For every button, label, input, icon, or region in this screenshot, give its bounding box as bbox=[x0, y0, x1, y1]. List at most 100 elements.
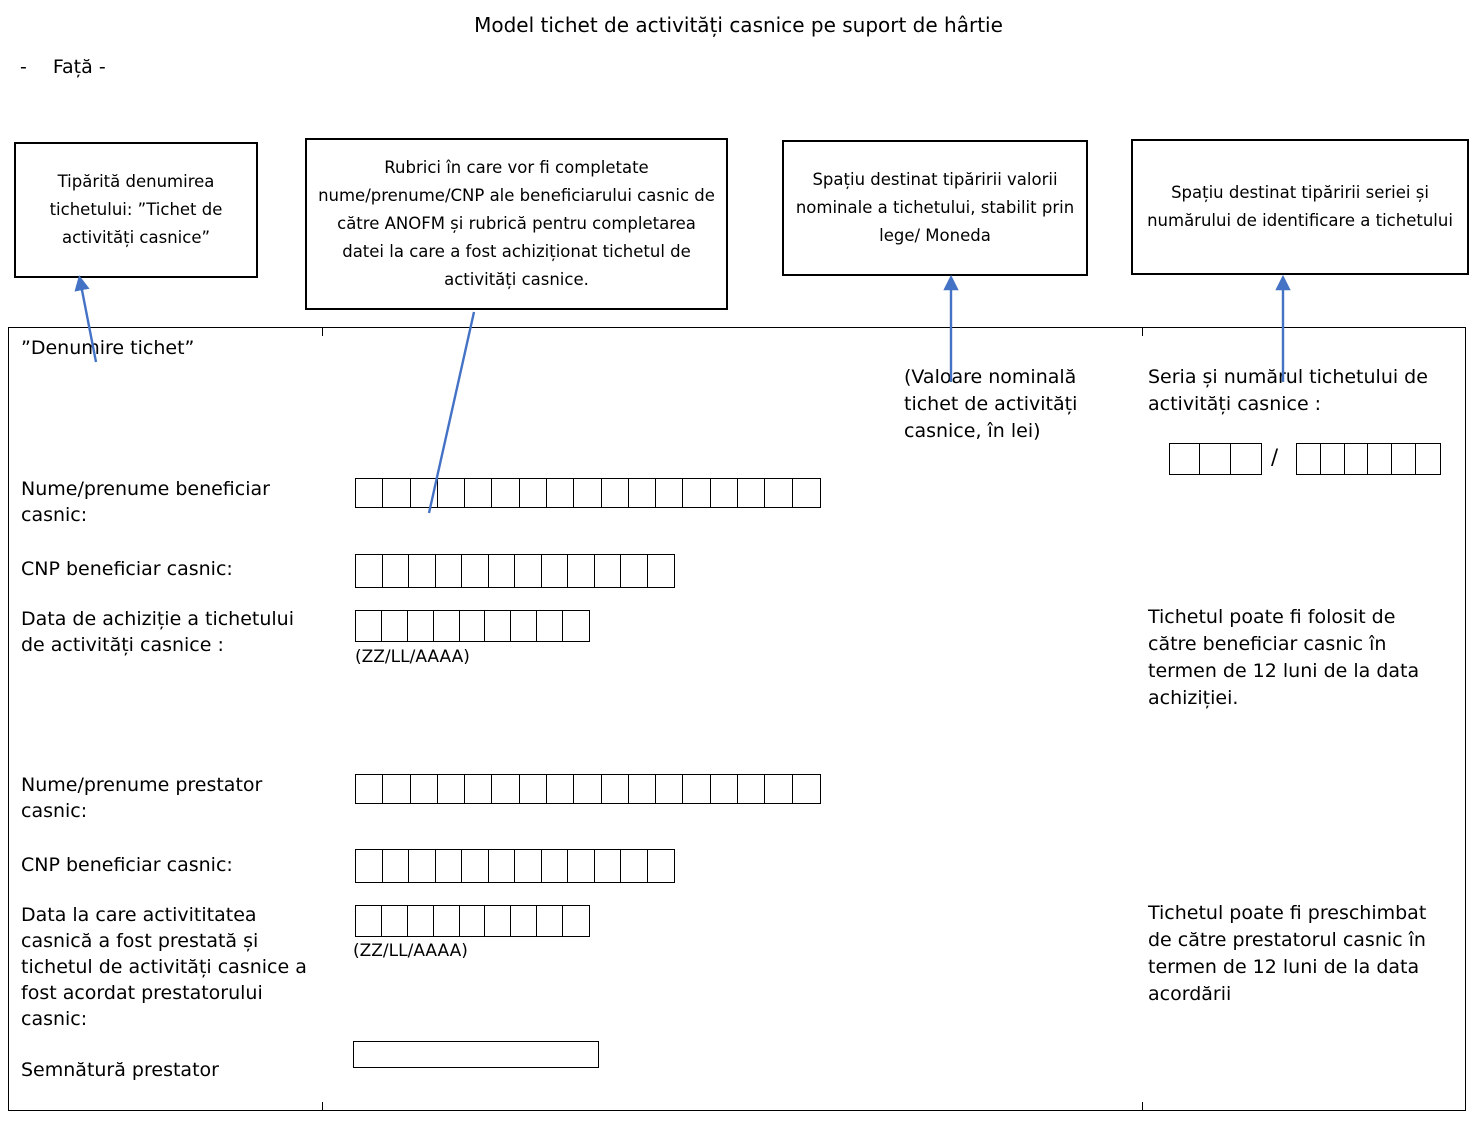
input-cell[interactable] bbox=[409, 555, 436, 587]
input-semnatura-prestator[interactable] bbox=[353, 1041, 599, 1068]
serial-number-boxes[interactable] bbox=[1296, 443, 1441, 475]
input-cell[interactable] bbox=[383, 479, 411, 507]
input-cell[interactable] bbox=[563, 906, 589, 936]
input-cell[interactable] bbox=[765, 775, 793, 803]
input-cell[interactable] bbox=[356, 611, 382, 641]
input-cell[interactable] bbox=[408, 611, 434, 641]
input-cell[interactable] bbox=[793, 775, 820, 803]
input-nume-prestator[interactable] bbox=[355, 774, 821, 804]
input-cell[interactable] bbox=[595, 555, 621, 587]
input-cell[interactable] bbox=[515, 555, 542, 587]
input-cell[interactable] bbox=[738, 775, 766, 803]
input-cell[interactable] bbox=[489, 850, 515, 882]
input-cell[interactable] bbox=[1321, 444, 1345, 474]
input-cell[interactable] bbox=[460, 611, 486, 641]
input-cell[interactable] bbox=[547, 479, 575, 507]
input-cell[interactable] bbox=[438, 775, 466, 803]
input-cell[interactable] bbox=[656, 479, 684, 507]
input-cell[interactable] bbox=[793, 479, 820, 507]
input-cell[interactable] bbox=[436, 850, 462, 882]
input-cell[interactable] bbox=[411, 479, 438, 507]
input-cell[interactable] bbox=[683, 479, 711, 507]
input-cell[interactable] bbox=[492, 479, 520, 507]
input-cell[interactable] bbox=[434, 611, 460, 641]
input-cell[interactable] bbox=[738, 479, 766, 507]
serial-series-boxes[interactable] bbox=[1169, 443, 1262, 475]
input-cell[interactable] bbox=[492, 775, 520, 803]
input-cell[interactable] bbox=[1416, 444, 1440, 474]
input-cell[interactable] bbox=[520, 479, 547, 507]
input-cell[interactable] bbox=[383, 850, 409, 882]
input-cell[interactable] bbox=[1170, 444, 1201, 474]
input-cell[interactable] bbox=[511, 611, 538, 641]
input-cell[interactable] bbox=[563, 611, 589, 641]
callout-box-rubrici: Rubrici în care vor fi completate nume/p… bbox=[305, 138, 728, 310]
input-cell[interactable] bbox=[1392, 444, 1417, 474]
input-cell[interactable] bbox=[542, 555, 568, 587]
input-data-achizitie[interactable] bbox=[355, 610, 590, 642]
input-cell[interactable] bbox=[547, 775, 575, 803]
input-cell[interactable] bbox=[485, 906, 512, 936]
input-cell[interactable] bbox=[1345, 444, 1369, 474]
input-cell[interactable] bbox=[511, 906, 538, 936]
input-cell[interactable] bbox=[465, 775, 493, 803]
callout-box-serie: Spațiu destinat tipăririi seriei și numă… bbox=[1131, 139, 1469, 275]
input-cell[interactable] bbox=[515, 850, 542, 882]
input-cell[interactable] bbox=[656, 775, 684, 803]
column-divider-mark bbox=[322, 327, 323, 336]
input-cell[interactable] bbox=[568, 555, 595, 587]
input-cell[interactable] bbox=[542, 850, 568, 882]
input-cell[interactable] bbox=[356, 906, 382, 936]
input-cell[interactable] bbox=[485, 611, 512, 641]
input-cell[interactable] bbox=[382, 906, 408, 936]
input-cell[interactable] bbox=[648, 850, 675, 882]
input-cell[interactable] bbox=[356, 775, 384, 803]
input-cell[interactable] bbox=[621, 850, 648, 882]
input-cell[interactable] bbox=[383, 775, 411, 803]
input-cell[interactable] bbox=[465, 479, 493, 507]
input-cell[interactable] bbox=[602, 479, 629, 507]
input-cell[interactable] bbox=[436, 555, 462, 587]
input-cell[interactable] bbox=[383, 555, 409, 587]
input-cell[interactable] bbox=[356, 479, 384, 507]
input-cell[interactable] bbox=[648, 555, 675, 587]
input-cell[interactable] bbox=[1200, 444, 1231, 474]
input-cell[interactable] bbox=[595, 850, 621, 882]
input-cell[interactable] bbox=[683, 775, 711, 803]
input-cell[interactable] bbox=[711, 479, 738, 507]
input-cell[interactable] bbox=[356, 850, 383, 882]
input-cell[interactable] bbox=[408, 906, 434, 936]
input-cell[interactable] bbox=[438, 479, 466, 507]
label-data-achizitie: Data de achiziție a tichetului de activi… bbox=[21, 608, 294, 656]
input-cell[interactable] bbox=[537, 611, 563, 641]
input-cell[interactable] bbox=[462, 555, 489, 587]
input-cell[interactable] bbox=[1231, 444, 1261, 474]
input-cnp-prestator[interactable] bbox=[355, 849, 675, 883]
input-cell[interactable] bbox=[1368, 444, 1393, 474]
input-cell[interactable] bbox=[489, 555, 515, 587]
input-cell[interactable] bbox=[382, 611, 408, 641]
input-cell[interactable] bbox=[711, 775, 738, 803]
input-cell[interactable] bbox=[462, 850, 489, 882]
input-cnp-beneficiar[interactable] bbox=[355, 554, 675, 588]
input-cell[interactable] bbox=[621, 555, 648, 587]
input-cell[interactable] bbox=[537, 906, 563, 936]
input-cell[interactable] bbox=[411, 775, 438, 803]
input-cell[interactable] bbox=[568, 850, 595, 882]
input-cell[interactable] bbox=[602, 775, 629, 803]
input-cell[interactable] bbox=[574, 479, 602, 507]
input-cell[interactable] bbox=[765, 479, 793, 507]
note-prestator: Tichetul poate fi preschimbat de către p… bbox=[1148, 902, 1427, 1005]
input-cell[interactable] bbox=[409, 850, 436, 882]
input-cell[interactable] bbox=[520, 775, 547, 803]
input-cell[interactable] bbox=[629, 479, 657, 507]
input-cell[interactable] bbox=[460, 906, 486, 936]
input-nume-beneficiar[interactable] bbox=[355, 478, 821, 508]
input-data-prestare[interactable] bbox=[355, 905, 590, 937]
label-nume-beneficiar: Nume/prenume beneficiar casnic: bbox=[21, 478, 270, 526]
input-cell[interactable] bbox=[1297, 444, 1321, 474]
input-cell[interactable] bbox=[629, 775, 657, 803]
input-cell[interactable] bbox=[574, 775, 602, 803]
input-cell[interactable] bbox=[434, 906, 460, 936]
input-cell[interactable] bbox=[356, 555, 383, 587]
